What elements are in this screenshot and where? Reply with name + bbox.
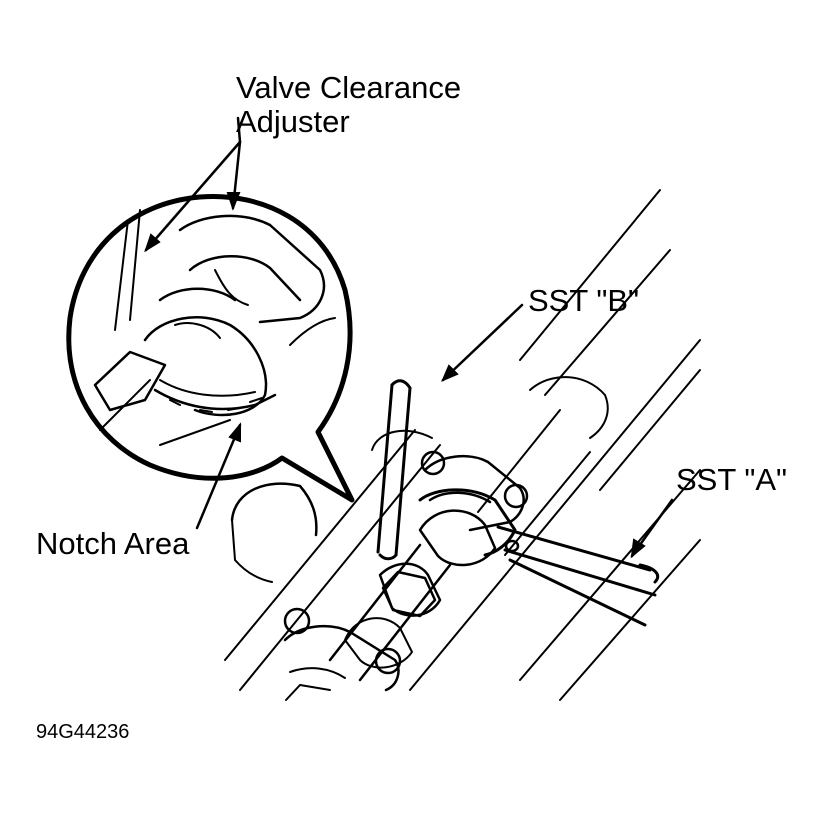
label-valve-clearance: Valve Clearance xyxy=(236,70,462,105)
arrowhead-sst-b xyxy=(441,364,459,382)
arrowhead-adjuster-left xyxy=(144,233,161,253)
magnified-callout xyxy=(66,193,355,503)
label-sst-a: SST "A" xyxy=(676,462,788,497)
arrowhead-adjuster-right xyxy=(226,192,241,211)
sst-a-tool xyxy=(418,488,660,627)
label-notch-area: Notch Area xyxy=(36,526,190,561)
sst-b-tool xyxy=(376,379,412,561)
label-sst-b: SST "B" xyxy=(528,283,640,318)
leader-lines xyxy=(144,116,674,559)
label-adjuster: Adjuster xyxy=(236,104,350,139)
engine-assembly xyxy=(224,189,701,701)
arrowhead-notch xyxy=(228,422,241,443)
arrowhead-sst-a xyxy=(630,538,646,559)
figure-id: 94G44236 xyxy=(36,721,130,743)
